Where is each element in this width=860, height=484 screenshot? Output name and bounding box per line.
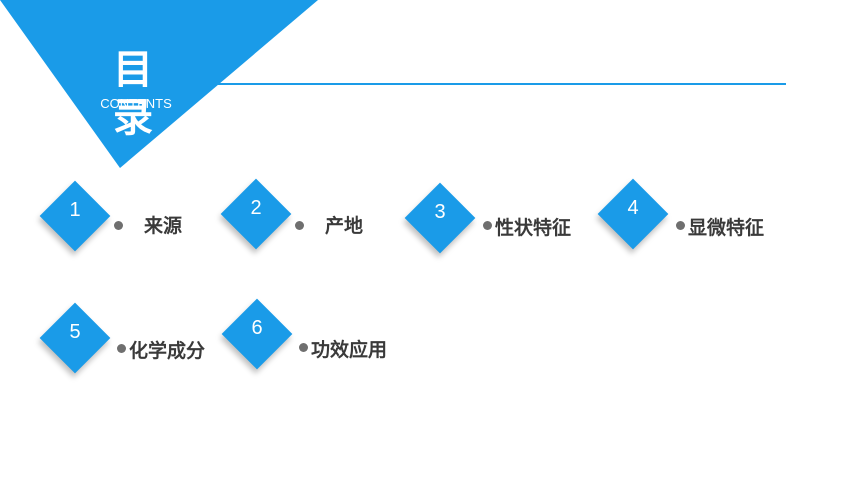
toc-item-6[interactable]: 6 功效应用	[221, 298, 412, 377]
item-label: 性状特征	[495, 217, 572, 239]
item-label: 化学成分	[129, 340, 206, 362]
page-subtitle: CONTENTS	[100, 96, 172, 111]
item-label: 来源	[144, 215, 183, 237]
toc-item-3[interactable]: 3 性状特征	[404, 181, 595, 255]
item-number: 5	[69, 321, 81, 343]
item-label: 功效应用	[311, 339, 388, 361]
toc-item-1[interactable]: 1 来源	[39, 180, 210, 255]
bullet-dot	[114, 221, 123, 230]
bullet-dot	[676, 221, 685, 230]
item-label: 产地	[325, 215, 364, 237]
bullet-dot	[483, 221, 492, 230]
toc-item-2[interactable]: 2 产地	[220, 178, 391, 255]
item-label: 显微特征	[688, 217, 765, 239]
item-number: 1	[69, 199, 81, 221]
item-number: 3	[434, 201, 446, 223]
bullet-dot	[295, 221, 304, 230]
bullet-dot	[299, 343, 308, 352]
page-title: 目 录	[113, 47, 159, 141]
item-number: 6	[251, 317, 263, 339]
item-number: 2	[250, 197, 262, 219]
header-triangle	[0, 0, 318, 168]
bullet-dot	[117, 344, 126, 353]
item-number: 4	[627, 197, 639, 219]
toc-item-5[interactable]: 5 化学成分	[39, 302, 230, 377]
toc-item-4[interactable]: 4 显微特征	[597, 178, 788, 255]
header-rule	[218, 83, 786, 85]
